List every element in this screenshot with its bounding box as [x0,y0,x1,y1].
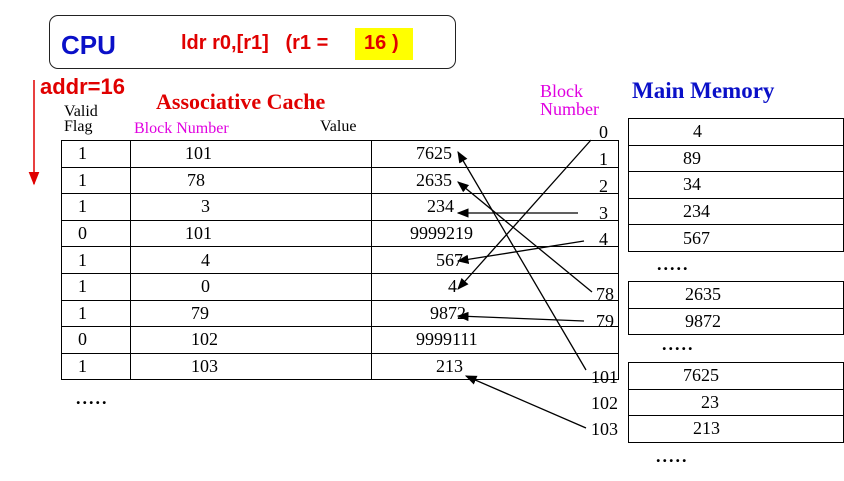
valid-cell: 1 [61,352,131,381]
cache-ellipsis: ..... [76,388,109,408]
header-valid-2: Flag [64,118,93,135]
memory-ellipsis: ..... [662,334,695,354]
block-cell: 103 [130,352,372,381]
table-row: 213 [628,415,844,443]
table-row: 1 3 234 [61,193,619,221]
table-row: 567 [628,224,844,252]
arrow-103-to-cache [464,375,587,429]
value-cell: 213 [371,352,619,381]
memory-table-group-3: 7625 23 213 [628,362,844,443]
mem-block-number: 3 [599,203,608,223]
value-cell: 9872 [371,299,619,328]
table-row: 23 [628,388,844,417]
value-cell: 7625 [371,140,619,168]
mem-block-number: 102 [591,393,618,413]
table-row: 1 4 567 [61,246,619,274]
mem-block-number: 103 [591,419,618,439]
table-row: 2635 [628,281,844,309]
table-row: 1 0 4 [61,272,619,301]
mem-block-number: 1 [599,149,608,169]
block-cell: 4 [130,246,372,274]
instruction-text: ldr r0,[r1] (r1 = [181,32,334,54]
memory-table-group-2: 2635 9872 [628,281,844,336]
block-cell: 78 [130,166,372,195]
block-cell: 101 [130,140,372,168]
value-highlight [355,28,413,60]
block-number-label-2: Number [540,99,599,119]
cache-table: 1 101 7625 1 78 2635 1 3 234 0 101 99992… [61,140,619,381]
table-row: 9872 [628,307,844,336]
memory-ellipsis: ..... [657,254,690,274]
block-cell: 79 [130,299,372,328]
addr-label: addr=16 [40,74,125,99]
highlight-value: 16 [364,32,387,54]
mem-block-number: 101 [591,367,618,387]
block-number-label-1: Block [540,81,583,101]
table-row: 0 101 9999219 [61,219,619,248]
block-cell: 101 [130,219,372,248]
memory-value-cell: 7625 [628,362,844,390]
instruction-close-paren: ) [392,32,399,54]
table-row: 1 78 2635 [61,166,619,195]
memory-title: Main Memory [632,78,775,103]
mem-block-number: 0 [599,122,608,142]
valid-cell: 0 [61,219,131,248]
memory-value-cell: 23 [628,388,844,417]
memory-table-group-1: 4 89 34 234 567 [628,118,844,252]
table-row: 34 [628,171,844,199]
arrow-0-to-cache [457,139,592,290]
memory-ellipsis: ..... [656,446,689,466]
memory-value-cell: 34 [628,171,844,199]
valid-cell: 1 [61,140,131,168]
table-row: 7625 [628,362,844,390]
table-row: 1 79 9872 [61,299,619,328]
arrow-78-to-cache [457,181,593,293]
mem-block-number: 4 [599,229,608,249]
table-row: 1 101 7625 [61,140,619,168]
mem-block-number: 2 [599,176,608,196]
memory-value-cell: 567 [628,224,844,252]
header-value: Value [320,118,357,135]
memory-value-cell: 9872 [628,307,844,336]
value-cell: 567 [371,246,619,274]
memory-value-cell: 213 [628,415,844,443]
block-cell: 0 [130,272,372,301]
arrow-79-to-cache [456,311,585,322]
valid-cell: 1 [61,299,131,328]
header-block-number: Block Number [134,120,229,137]
header-valid-1: Valid [64,103,98,120]
mem-block-number: 78 [596,284,614,304]
mem-block-number: 79 [596,311,614,331]
value-cell: 2635 [371,166,619,195]
cache-title: Associative Cache [156,89,326,114]
arrow-101-to-cache [457,150,587,371]
memory-value-cell: 2635 [628,281,844,309]
table-row: 1 103 213 [61,352,619,381]
cpu-label: CPU [61,30,116,60]
arrow-4-to-cache [456,240,585,264]
